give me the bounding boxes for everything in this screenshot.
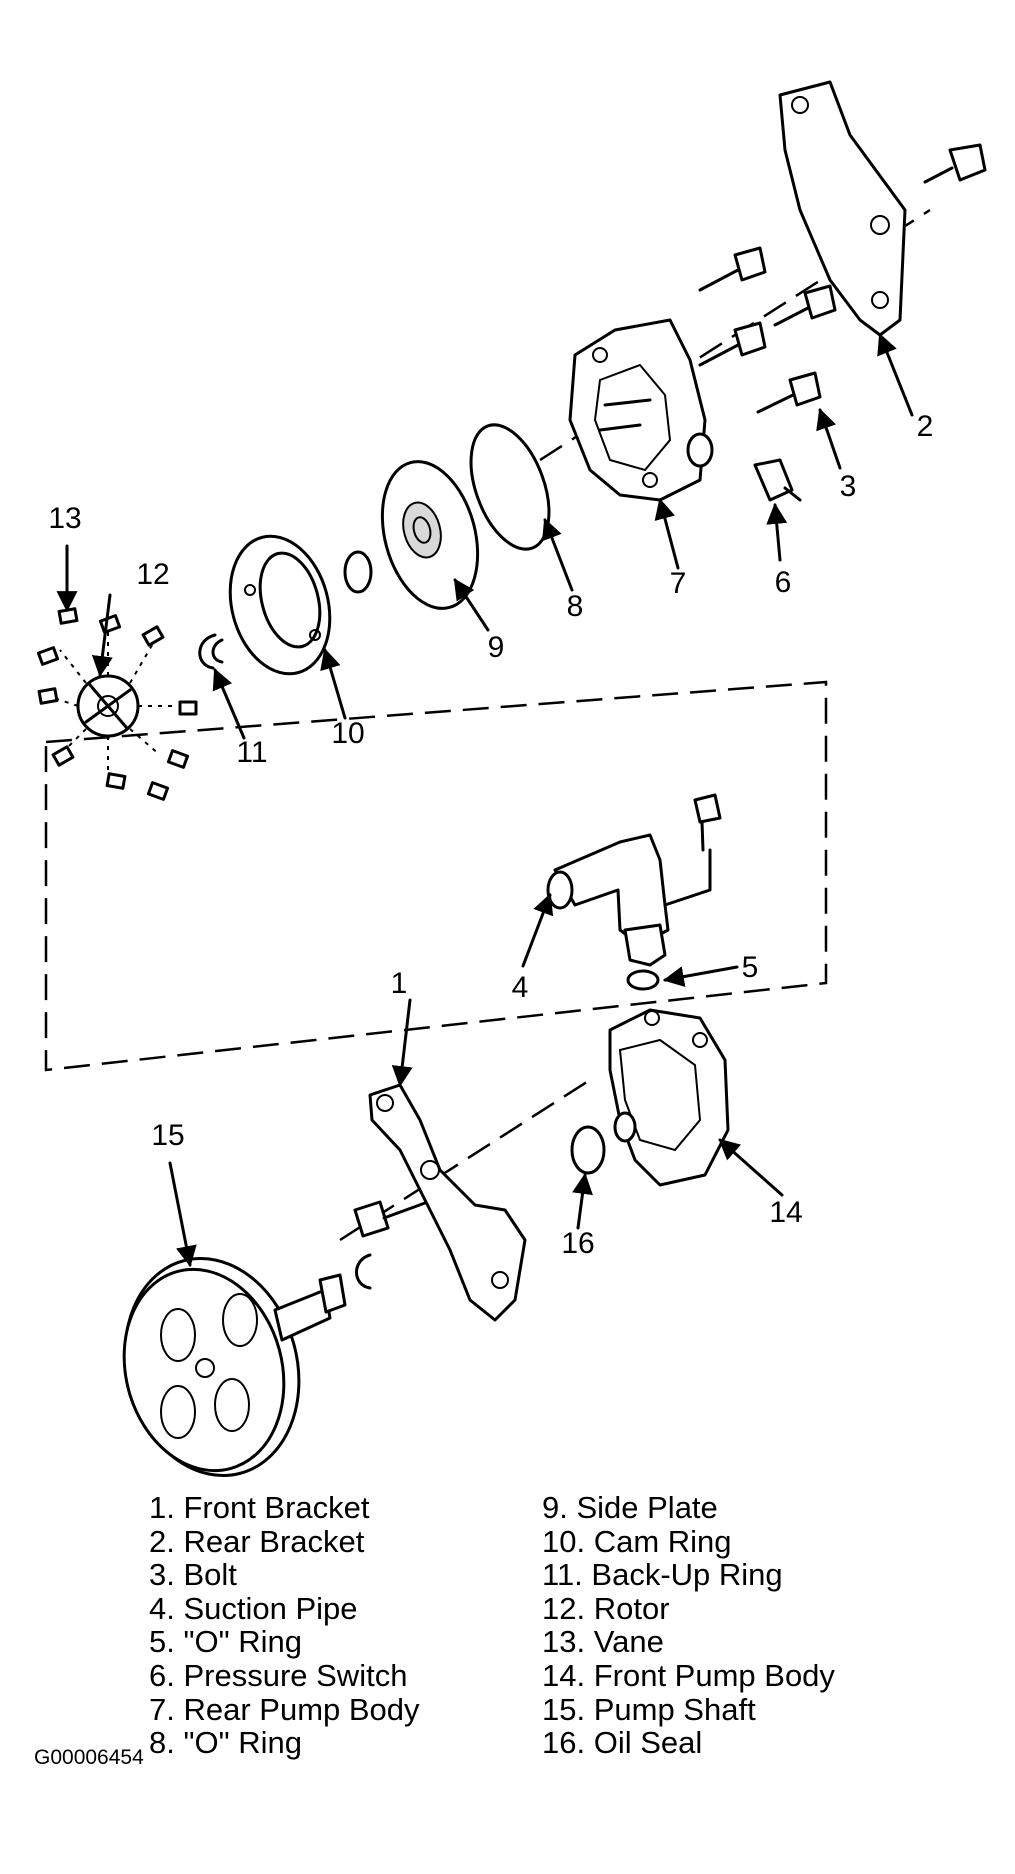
callout-16: 16 (561, 1227, 594, 1260)
legend-item: 15. Pump Shaft (542, 1691, 756, 1727)
legend-item: 16. Oil Seal (542, 1725, 703, 1761)
oil-seal (570, 1125, 606, 1175)
rear-bracket (778, 80, 907, 337)
leader-arrows (56, 333, 914, 1268)
legend-item: 2. Rear Bracket (149, 1523, 365, 1559)
bolts (698, 246, 837, 414)
callout-15: 15 (151, 1119, 184, 1152)
figure-code: G00006454 (34, 1746, 144, 1769)
callout-2: 2 (917, 410, 934, 443)
small-ring (343, 550, 373, 594)
rear-pump-body (568, 318, 714, 502)
callout-7: 7 (670, 567, 687, 600)
front-bracket (368, 1083, 527, 1322)
callout-10: 10 (331, 717, 364, 750)
callout-1: 1 (391, 967, 408, 1000)
o-ring-8 (469, 423, 551, 551)
legend-item: 4. Suction Pipe (149, 1590, 358, 1626)
callout-8: 8 (567, 590, 584, 623)
legend-right-column: 9. Side Plate 10. Cam Ring 11. Back-Up R… (542, 1491, 835, 1760)
legend-item: 6. Pressure Switch (149, 1657, 408, 1693)
rotor-and-vanes (36, 607, 198, 801)
legend-item: 10. Cam Ring (542, 1523, 732, 1559)
pressure-switch (753, 458, 802, 502)
callout-14: 14 (769, 1196, 802, 1229)
legend-item: 14. Front Pump Body (542, 1657, 835, 1693)
legend-left-column: 1. Front Bracket 2. Rear Bracket 3. Bolt… (149, 1491, 420, 1760)
callout-6: 6 (775, 566, 792, 599)
legend-item: 3. Bolt (149, 1557, 237, 1593)
legend-item: 7. Rear Pump Body (149, 1691, 420, 1727)
shaft-snap-ring (355, 1253, 372, 1290)
front-pump-body (608, 1008, 730, 1187)
side-plate (380, 460, 480, 610)
callout-11: 11 (236, 736, 267, 769)
pulley-pump-shaft (122, 1256, 347, 1478)
legend-item: 9. Side Plate (542, 1490, 718, 1525)
front-bracket-bolt (353, 1200, 427, 1238)
assembly-dashed-outline (44, 680, 828, 1072)
callout-13: 13 (48, 502, 81, 535)
legend-item: 1. Front Bracket (149, 1490, 370, 1525)
back-up-ring (198, 633, 224, 670)
legend-item: 13. Vane (542, 1624, 664, 1660)
bracket-bolt (923, 143, 987, 184)
legend-item: 5. "O" Ring (149, 1624, 302, 1660)
legend-item: 11. Back-Up Ring (542, 1557, 783, 1593)
cam-ring (228, 534, 332, 676)
callout-12: 12 (136, 558, 169, 591)
callout-9: 9 (488, 631, 505, 664)
legend-item: 12. Rotor (542, 1590, 670, 1626)
callout-3: 3 (840, 470, 857, 503)
callout-5: 5 (742, 951, 759, 984)
callout-4: 4 (512, 971, 529, 1004)
o-ring-5 (626, 969, 660, 991)
suction-pipe (546, 793, 722, 967)
legend-item: 8. "O" Ring (149, 1725, 302, 1761)
